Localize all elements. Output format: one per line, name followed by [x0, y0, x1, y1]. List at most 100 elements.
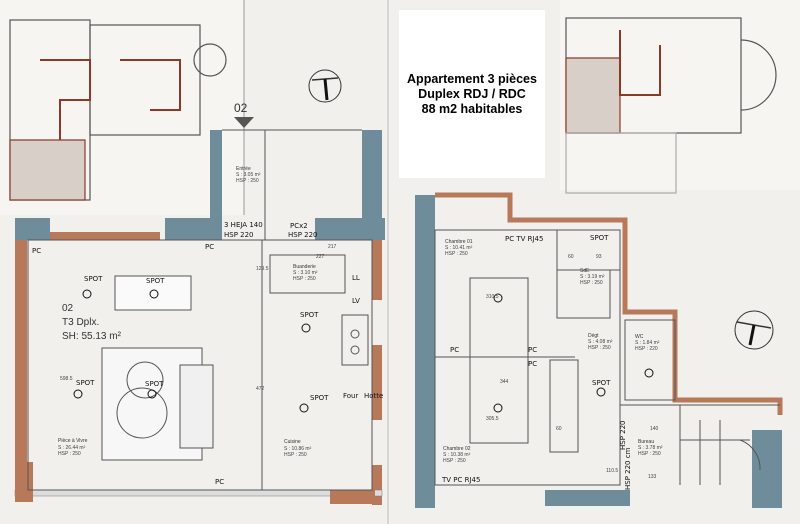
site-plan-right-drawing	[565, 17, 777, 194]
annotation: LV	[352, 297, 360, 305]
plan-text: S : 1.84 m²	[635, 340, 660, 346]
section-marker: 02	[234, 101, 254, 128]
title-line-1: Appartement 3 pièces	[407, 71, 537, 86]
plan-text: S : 3.19 m²	[580, 274, 605, 280]
plan-text: 140	[650, 426, 659, 432]
annotation: PC	[32, 247, 41, 255]
unit-info: 02 T3 Dplx. SH: 55.13 m²	[62, 303, 122, 342]
plan-text: Buanderie	[293, 264, 316, 270]
plan-text: 472	[256, 386, 265, 392]
plan-text: 344	[500, 379, 509, 385]
plan-text: 60	[568, 254, 574, 260]
ground-floor-annotations: SPOT SPOT SPOT SPOT SPOT SPOT PC PC PCx2…	[32, 221, 383, 486]
plan-text: S : 3.78 m²	[638, 445, 663, 451]
room-label-wc: WC S : 1.84 m² HSP : 220	[635, 334, 660, 352]
room-label-chambre-02: Chambre 02 S : 10.38 m² HSP : 250	[443, 446, 471, 464]
plan-text: S : 4.08 m²	[588, 339, 613, 345]
plan-text: 110.5	[606, 468, 618, 474]
plan-text: HSP : 250	[580, 280, 603, 286]
upper-floor-walls	[415, 192, 783, 508]
plan-text: HSP : 250	[588, 345, 611, 351]
annotation: PC	[528, 360, 537, 368]
plan-text: Dégt	[588, 333, 599, 339]
annotation: SPOT	[300, 311, 319, 319]
plan-text: HSP : 250	[236, 178, 259, 184]
annotation: PCx2	[290, 222, 308, 230]
annotation: LL	[352, 274, 360, 282]
ground-floor-dimensions: 598.5 472 129.5 227 217	[60, 244, 337, 392]
plan-text: S : 26.44 m²	[58, 445, 86, 451]
annotation: HSP 220	[224, 231, 254, 239]
room-label-entree: Entrée S : 3.05 m² HSP : 250	[236, 166, 261, 184]
plan-text: 60	[556, 426, 562, 432]
room-label-bureau: Bureau S : 3.78 m² HSP : 250	[638, 439, 663, 457]
annotation: SPOT	[84, 275, 103, 283]
room-label-cuisine: Cuisine S : 10.86 m² HSP : 250	[284, 439, 312, 458]
plan-text: 93	[596, 254, 602, 260]
north-arrow-icon	[308, 69, 342, 103]
plan-text: HSP : 250	[284, 452, 307, 458]
plan-text: 129.5	[256, 266, 269, 272]
unit-number: 02	[62, 303, 74, 314]
plan-text: HSP : 250	[58, 451, 81, 457]
plan-text: S : 10.41 m²	[445, 245, 473, 251]
upper-floor-dimensions: 310.5 305.5 344 60 93 60 140 133 110.5	[486, 254, 659, 480]
room-label-degt: Dégt S : 4.08 m² HSP : 250	[588, 333, 613, 351]
room-label-buanderie: Buanderie S : 3.10 m² HSP : 250	[293, 264, 318, 282]
plan-text: 217	[328, 244, 337, 250]
annotation: TV PC RJ45	[441, 476, 480, 484]
unit-type: T3 Dplx.	[62, 317, 99, 328]
annotation: SPOT	[76, 379, 95, 387]
plan-text: HSP : 250	[443, 458, 466, 464]
plan-text: S : 10.38 m²	[443, 452, 471, 458]
room-label-chambre-01: Chambre 01 S : 10.41 m² HSP : 250	[445, 239, 473, 257]
title-box: Appartement 3 pièces Duplex RDJ / RDC 88…	[399, 10, 545, 178]
annotation: PC	[205, 243, 214, 251]
plan-text: HSP : 250	[293, 276, 316, 282]
annotation: PC TV RJ45	[505, 235, 543, 243]
annotation: PC	[215, 478, 224, 486]
annotation: HSP 220	[619, 420, 627, 450]
plan-text: HSP : 250	[445, 251, 468, 257]
plan-text: HSP : 220	[635, 346, 658, 352]
plan-text: 133	[648, 474, 657, 480]
room-label-sde: SdE S : 3.19 m² HSP : 250	[580, 268, 605, 286]
annotation: HSP 220	[288, 231, 318, 239]
annotation: SPOT	[592, 379, 611, 387]
plan-text: Chambre 01	[445, 239, 473, 245]
plan-text: 598.5	[60, 376, 73, 382]
plan-text: S : 3.10 m²	[293, 270, 318, 276]
annotation: SPOT	[145, 380, 164, 388]
ground-floor-walls	[14, 130, 385, 505]
annotation: SPOT	[590, 234, 609, 242]
annotation: SPOT	[310, 394, 329, 402]
plan-text: Pièce à Vivre	[58, 438, 88, 444]
north-arrow-icon	[734, 310, 774, 350]
annotation: Four	[343, 392, 358, 400]
room-label-piece-a-vivre: Pièce à Vivre S : 26.44 m² HSP : 250	[58, 438, 88, 457]
plan-text: 227	[316, 254, 325, 260]
ground-floor-partitions	[27, 129, 373, 491]
upper-floor-annotations: PC TV RJ45 SPOT PC PC PC TV PC RJ45 SPOT…	[441, 234, 632, 490]
plan-text: SdE	[580, 268, 590, 274]
annotation: SPOT	[146, 277, 165, 285]
annotation: HSP 220 cm	[624, 447, 632, 490]
site-plan-left-drawing	[9, 19, 227, 201]
title-line-3: 88 m2 habitables	[421, 101, 523, 116]
unit-surface: SH: 55.13 m²	[62, 331, 122, 342]
annotation: 3 HEJA 140	[224, 221, 263, 229]
annotation: Hotte	[364, 392, 383, 400]
light-fixture-icons	[73, 289, 654, 413]
plan-text: Entrée	[236, 166, 251, 172]
title-line-2: Duplex RDJ / RDC	[418, 86, 526, 101]
plan-text: HSP : 250	[638, 451, 661, 457]
annotation: PC	[528, 346, 537, 354]
upper-floor-partitions	[434, 229, 780, 486]
plan-text: WC	[635, 334, 644, 340]
section-marker-label: 02	[234, 101, 248, 115]
annotation: PC	[450, 346, 459, 354]
plan-text: Chambre 02	[443, 446, 471, 452]
plan-text: 310.5	[486, 294, 499, 300]
plan-text: S : 3.05 m²	[236, 172, 261, 178]
